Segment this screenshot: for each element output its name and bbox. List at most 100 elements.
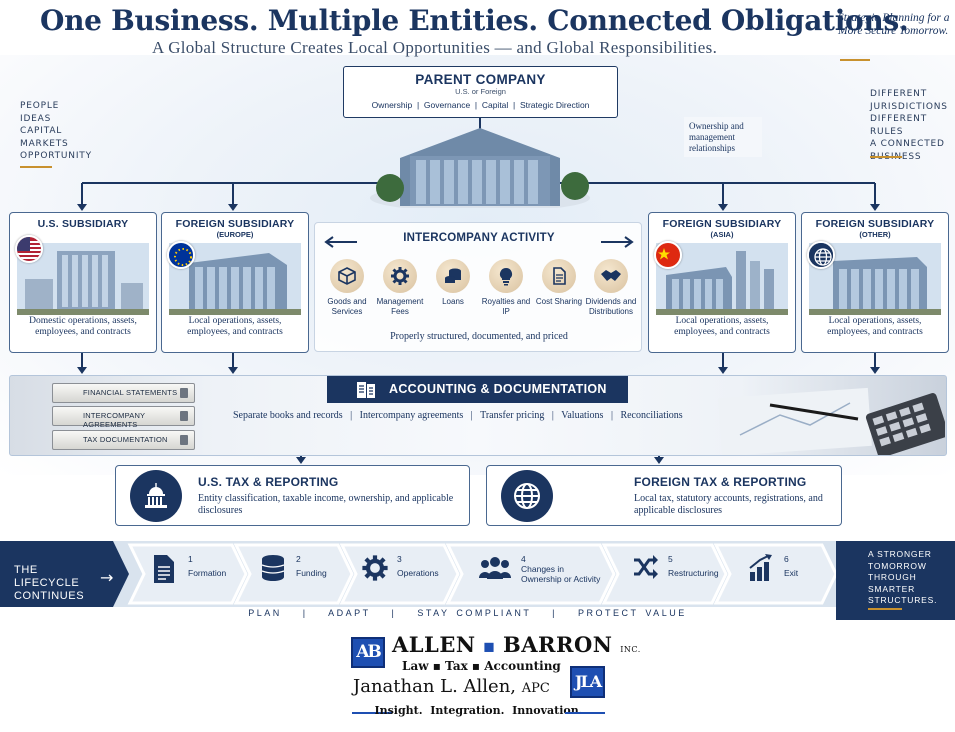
tagline-rule — [840, 59, 870, 61]
left-list: PEOPLE IDEAS CAPITAL MARKETS OPPORTUNITY — [20, 100, 92, 163]
jla-logo: JLA — [570, 666, 605, 698]
arrow-right-icon — [601, 236, 634, 248]
documents-icon — [357, 382, 375, 398]
box-icon — [330, 259, 364, 293]
intercompany-item-royalties: Royalties and IP — [480, 259, 532, 316]
intercompany-item-label: Royalties and IP — [481, 297, 531, 316]
subsidiary-description: Domestic operations, assets, employees, … — [29, 316, 137, 337]
intercompany-footer: Properly structured, documented, and pri… — [390, 331, 568, 342]
firm-name: ALLEN ■ BARRON INC. — [392, 632, 641, 657]
intercompany-activity-box: INTERCOMPANY ACTIVITY Goods and Services… — [314, 222, 642, 352]
us-flag-icon — [15, 235, 43, 263]
left-list-item: MARKETS — [20, 138, 69, 149]
lifecycle-step-number: 4 — [521, 554, 526, 564]
intercompany-item-loans: Loans — [427, 259, 479, 307]
lifecycle-end-text: A STRONGER TOMORROW THROUGH SMARTER STRU… — [868, 549, 938, 605]
right-list-item: JURISDICTIONS — [870, 101, 948, 112]
document-icon — [542, 259, 576, 293]
arrow-right-icon: → — [100, 568, 114, 587]
left-list-item: PEOPLE — [20, 101, 60, 111]
intercompany-item-cost-sharing: Cost Sharing — [533, 259, 585, 307]
eu-flag-icon — [167, 241, 195, 269]
subsidiary-title: U.S. SUBSIDIARY — [37, 218, 129, 230]
lifecycle-step-number: 1 — [188, 554, 193, 564]
globe-icon — [807, 241, 835, 269]
lifecycle-step-number: 5 — [668, 554, 673, 564]
intercompany-item-fees: Management Fees — [374, 259, 426, 316]
foreign-tax-title: FOREIGN TAX & REPORTING — [634, 475, 807, 489]
china-flag-icon — [654, 241, 682, 269]
tagline: Strategic Planning for a More Secure Tom… — [838, 12, 950, 37]
parent-company-box: PARENT COMPANY U.S. or Foreign Ownership… — [343, 66, 618, 118]
slogan: Insight. Integration. Innovation. — [374, 704, 583, 717]
subsidiary-title: FOREIGN SUBSIDIARY — [815, 218, 935, 230]
lifecycle-band — [0, 541, 840, 607]
intercompany-item-goods: Goods and Services — [321, 259, 373, 316]
binder-financial-statements: FINANCIAL STATEMENTS — [52, 383, 195, 403]
intercompany-item-label: Cost Sharing — [535, 297, 583, 306]
lifecycle-step-label: Formation — [188, 568, 227, 578]
person-name: Janathan L. Allen, APC — [353, 676, 550, 697]
left-list-item: OPPORTUNITY — [20, 151, 92, 161]
subsidiary-region: (OTHER) — [859, 230, 891, 239]
foreign-subsidiary-europe-box: FOREIGN SUBSIDIARY (EUROPE) Local operat… — [161, 212, 309, 353]
left-list-item: CAPITAL — [20, 126, 63, 136]
subsidiary-title: FOREIGN SUBSIDIARY — [662, 218, 782, 230]
lifecycle-end-panel — [836, 541, 955, 620]
foreign-tax-text: Local tax, statutory accounts, registrat… — [634, 493, 823, 516]
lightbulb-icon — [489, 259, 523, 293]
parent-company-title: PARENT COMPANY — [415, 72, 546, 87]
page-title: One Business. Multiple Entities. Connect… — [40, 4, 909, 37]
right-list-item: A CONNECTED — [870, 139, 945, 149]
binder-tax-documentation: TAX DOCUMENTATION — [52, 430, 195, 450]
firm-name-part: ALLEN — [392, 632, 476, 657]
lifecycle-step-number: 3 — [397, 554, 402, 564]
gear-icon — [383, 259, 417, 293]
us-tax-text: Entity classification, taxable income, o… — [198, 493, 454, 516]
binder-intercompany-agreements: INTERCOMPANY AGREEMENTS — [52, 406, 195, 429]
shuffle-icon — [634, 555, 658, 579]
firm-inc: INC. — [620, 645, 641, 654]
firm-dot-icon: ■ — [483, 639, 496, 654]
right-list-rule — [870, 156, 902, 158]
firm-services: Law ▪ Tax ▪ Accounting — [402, 659, 561, 673]
us-tax-title: U.S. TAX & REPORTING — [198, 475, 339, 489]
person-name-text: Janathan L. Allen, — [353, 676, 517, 697]
intercompany-item-label: Goods and Services — [327, 297, 367, 316]
gear-icon — [362, 555, 388, 581]
subsidiary-title: FOREIGN SUBSIDIARY — [175, 218, 295, 230]
right-list-item: DIFFERENT RULES — [870, 114, 927, 137]
lifecycle-lead: THE LIFECYCLE CONTINUES — [14, 564, 85, 602]
slogan-rule-right — [565, 712, 605, 714]
person-suffix: APC — [521, 681, 550, 696]
foreign-tax-box: FOREIGN TAX & REPORTING Local tax, statu… — [486, 465, 842, 526]
handshake-icon — [594, 259, 628, 293]
lifecycle-step-label: Changes in Ownership or Activity — [521, 564, 601, 584]
parent-company-items: Ownership | Governance | Capital | Strat… — [371, 100, 590, 110]
foreign-subsidiary-asia-box: FOREIGN SUBSIDIARY (ASIA) Local operatio… — [648, 212, 796, 353]
globe-icon — [501, 470, 553, 522]
us-subsidiary-box: U.S. SUBSIDIARY Domestic operations, ass… — [9, 212, 157, 353]
document-icon — [154, 555, 174, 583]
left-list-rule — [20, 166, 52, 168]
coins-icon — [436, 259, 470, 293]
calculator-and-pen-image — [718, 387, 945, 455]
parent-company-sub: U.S. or Foreign — [455, 87, 506, 96]
people-icon — [479, 557, 511, 579]
arrow-left-icon — [324, 236, 357, 248]
subsidiary-description: Local operations, assets, employees, and… — [187, 316, 283, 337]
accounting-items: Separate books and records | Intercompan… — [233, 410, 683, 421]
accounting-title: ACCOUNTING & DOCUMENTATION — [389, 382, 607, 396]
right-list: DIFFERENT JURISDICTIONS DIFFERENT RULES … — [870, 88, 955, 163]
intercompany-item-label: Dividends and Distributions — [585, 297, 637, 316]
intercompany-item-dividends: Dividends and Distributions — [585, 259, 637, 316]
subsidiary-region: (ASIA) — [710, 230, 734, 239]
lifecycle-step-number: 6 — [784, 554, 789, 564]
lifecycle-step-number: 2 — [296, 554, 301, 564]
headquarters-building-image — [370, 128, 590, 208]
motto: PLAN | ADAPT | STAY COMPLIANT | PROTECT … — [248, 608, 687, 618]
subsidiary-description: Local operations, assets, employees, and… — [674, 316, 770, 337]
capitol-icon — [130, 470, 182, 522]
slogan-rule-left — [352, 712, 392, 714]
accounting-header: ACCOUNTING & DOCUMENTATION — [327, 376, 628, 403]
